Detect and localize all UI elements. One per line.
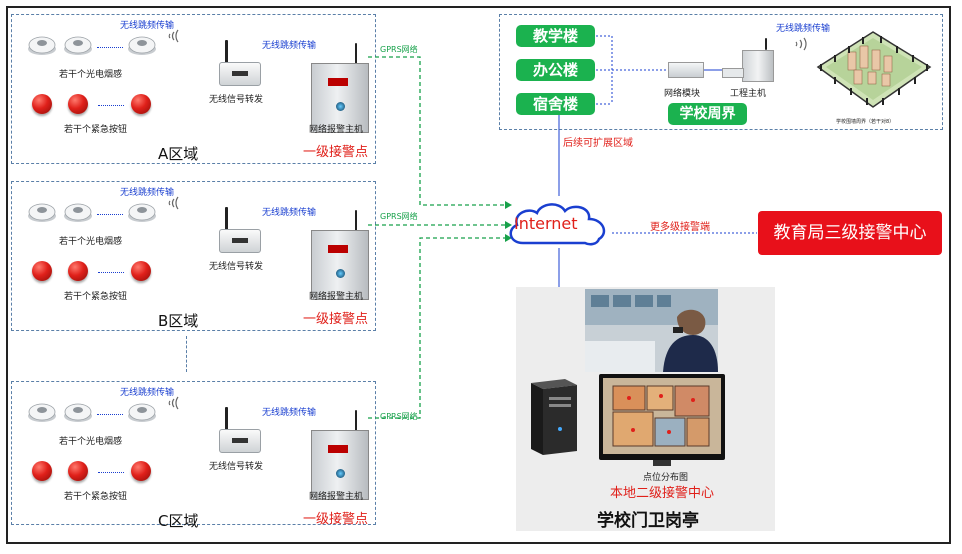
zone-a-relay-label: 无线信号转发	[209, 95, 264, 105]
network-module-device	[668, 62, 704, 78]
zone-c-gprs-label: GPRS网络	[380, 412, 418, 421]
guard-booth-title: 学校门卫岗亭	[597, 511, 699, 531]
zone-b-host-label: 网络报警主机	[309, 292, 364, 302]
zone-a-title: A区域	[158, 145, 199, 163]
zone-b-gprs-label: GPRS网络	[380, 212, 418, 221]
zone-b-wireless-relay	[219, 229, 261, 253]
zone-b-relay-label: 无线信号转发	[209, 262, 264, 272]
smoke-detector-icon	[63, 34, 93, 56]
relay-antenna-icon	[225, 407, 228, 431]
zone-c-relay-label: 无线信号转发	[209, 462, 264, 472]
emergency-button-ellipsis	[98, 105, 124, 106]
emergency-button-icon	[131, 94, 151, 114]
school-perimeter-badge: 学校周界	[668, 103, 747, 125]
building-teaching: 教学楼	[516, 25, 595, 47]
smoke-detector-icon	[127, 201, 157, 223]
campus-aerial-caption: 学校围墙周界（若干对8）	[836, 119, 895, 125]
campus-wireless-label: 无线跳频传输	[776, 24, 831, 34]
zone-c-wireless-label: 无线跳频传输	[120, 388, 175, 398]
zone-a-wireless-label: 无线跳频传输	[120, 21, 175, 31]
zone-c-wireless-relay	[219, 429, 261, 453]
smoke-detector-icon	[63, 401, 93, 423]
expandable-area-label: 后续可扩展区域	[563, 138, 633, 149]
zone-a-wireless-relay	[219, 62, 261, 86]
smoke-detector-icon	[127, 401, 157, 423]
smoke-detector-ellipsis	[97, 214, 123, 215]
zone-a-network-alarm-host	[311, 63, 369, 133]
campus-wireless-waves-icon	[795, 37, 807, 51]
emergency-button-icon	[32, 461, 52, 481]
zone-c-first-level-point: 一级接警点	[303, 512, 369, 527]
emergency-button-icon	[68, 94, 88, 114]
smoke-detector-ellipsis	[97, 47, 123, 48]
zone-c-button-label: 若干个紧急按钮	[64, 492, 128, 502]
zone-a-host-label: 网络报警主机	[309, 125, 364, 135]
diagram-frame	[6, 6, 951, 544]
zone-c-smoke-label: 若干个光电烟感	[59, 437, 123, 447]
host-antenna-icon	[355, 210, 357, 236]
host-antenna-icon	[355, 43, 357, 69]
relay-antenna-icon	[225, 40, 228, 64]
emergency-button-icon	[68, 461, 88, 481]
host-antenna-icon	[355, 410, 357, 436]
relay-antenna-icon	[225, 207, 228, 231]
floorplan-label: 点位分布图	[643, 473, 689, 483]
emergency-button-icon	[32, 261, 52, 281]
internet-cloud-icon	[509, 203, 606, 246]
operator-photo	[585, 289, 718, 372]
network-module-label: 网络模块	[664, 89, 701, 99]
zone-b-wireless-label-2: 无线跳频传输	[262, 208, 317, 218]
engineering-host-keypad	[722, 68, 744, 78]
emergency-button-icon	[68, 261, 88, 281]
zone-b-network-alarm-host	[311, 230, 369, 300]
zone-c-host-label: 网络报警主机	[309, 492, 364, 502]
emergency-button-ellipsis	[98, 472, 124, 473]
zone-b-title: B区域	[158, 312, 199, 330]
smoke-detector-icon	[27, 401, 57, 423]
emergency-button-ellipsis	[98, 272, 124, 273]
zone-b-button-label: 若干个紧急按钮	[64, 292, 128, 302]
engineering-host-antenna	[765, 38, 767, 50]
zone-a-wireless-label-2: 无线跳频传输	[262, 41, 317, 51]
emergency-button-icon	[131, 261, 151, 281]
emergency-button-icon	[32, 94, 52, 114]
zone-a-button-label: 若干个紧急按钮	[64, 125, 128, 135]
zone-b-smoke-label: 若干个光电烟感	[59, 237, 123, 247]
education-bureau-center: 教育局三级接警中心	[758, 211, 942, 255]
zone-c-wireless-waves-icon	[164, 395, 182, 411]
internet-label: Internet	[514, 214, 578, 233]
zone-c-wireless-label-2: 无线跳频传输	[262, 408, 317, 418]
smoke-detector-ellipsis	[97, 414, 123, 415]
smoke-detector-icon	[27, 34, 57, 56]
campus-aerial-image	[816, 31, 932, 108]
emergency-button-icon	[131, 461, 151, 481]
zone-a-gprs-label: GPRS网络	[380, 45, 418, 54]
more-receivers-label: 更多级接警端	[650, 222, 710, 233]
engineering-host-device	[742, 50, 774, 82]
building-dormitory: 宿舍楼	[516, 93, 595, 115]
local-second-level-center: 本地二级接警中心	[610, 486, 715, 501]
zone-continuation-line	[186, 336, 187, 372]
smoke-detector-icon	[127, 34, 157, 56]
engineering-host-label: 工程主机	[730, 89, 767, 99]
campus-zone	[499, 14, 943, 130]
zone-a-wireless-waves-icon	[164, 28, 182, 44]
zone-c-title: C区域	[158, 512, 199, 530]
zone-a-first-level-point: 一级接警点	[303, 145, 369, 160]
floorplan-monitor	[599, 374, 725, 466]
smoke-detector-icon	[63, 201, 93, 223]
zone-b-wireless-waves-icon	[164, 195, 182, 211]
zone-c	[11, 381, 376, 525]
zone-b-first-level-point: 一级接警点	[303, 312, 369, 327]
zone-a-smoke-label: 若干个光电烟感	[59, 70, 123, 80]
building-office: 办公楼	[516, 59, 595, 81]
zone-b-wireless-label: 无线跳频传输	[120, 188, 175, 198]
desktop-pc-icon	[531, 379, 577, 455]
smoke-detector-icon	[27, 201, 57, 223]
zone-c-network-alarm-host	[311, 430, 369, 500]
